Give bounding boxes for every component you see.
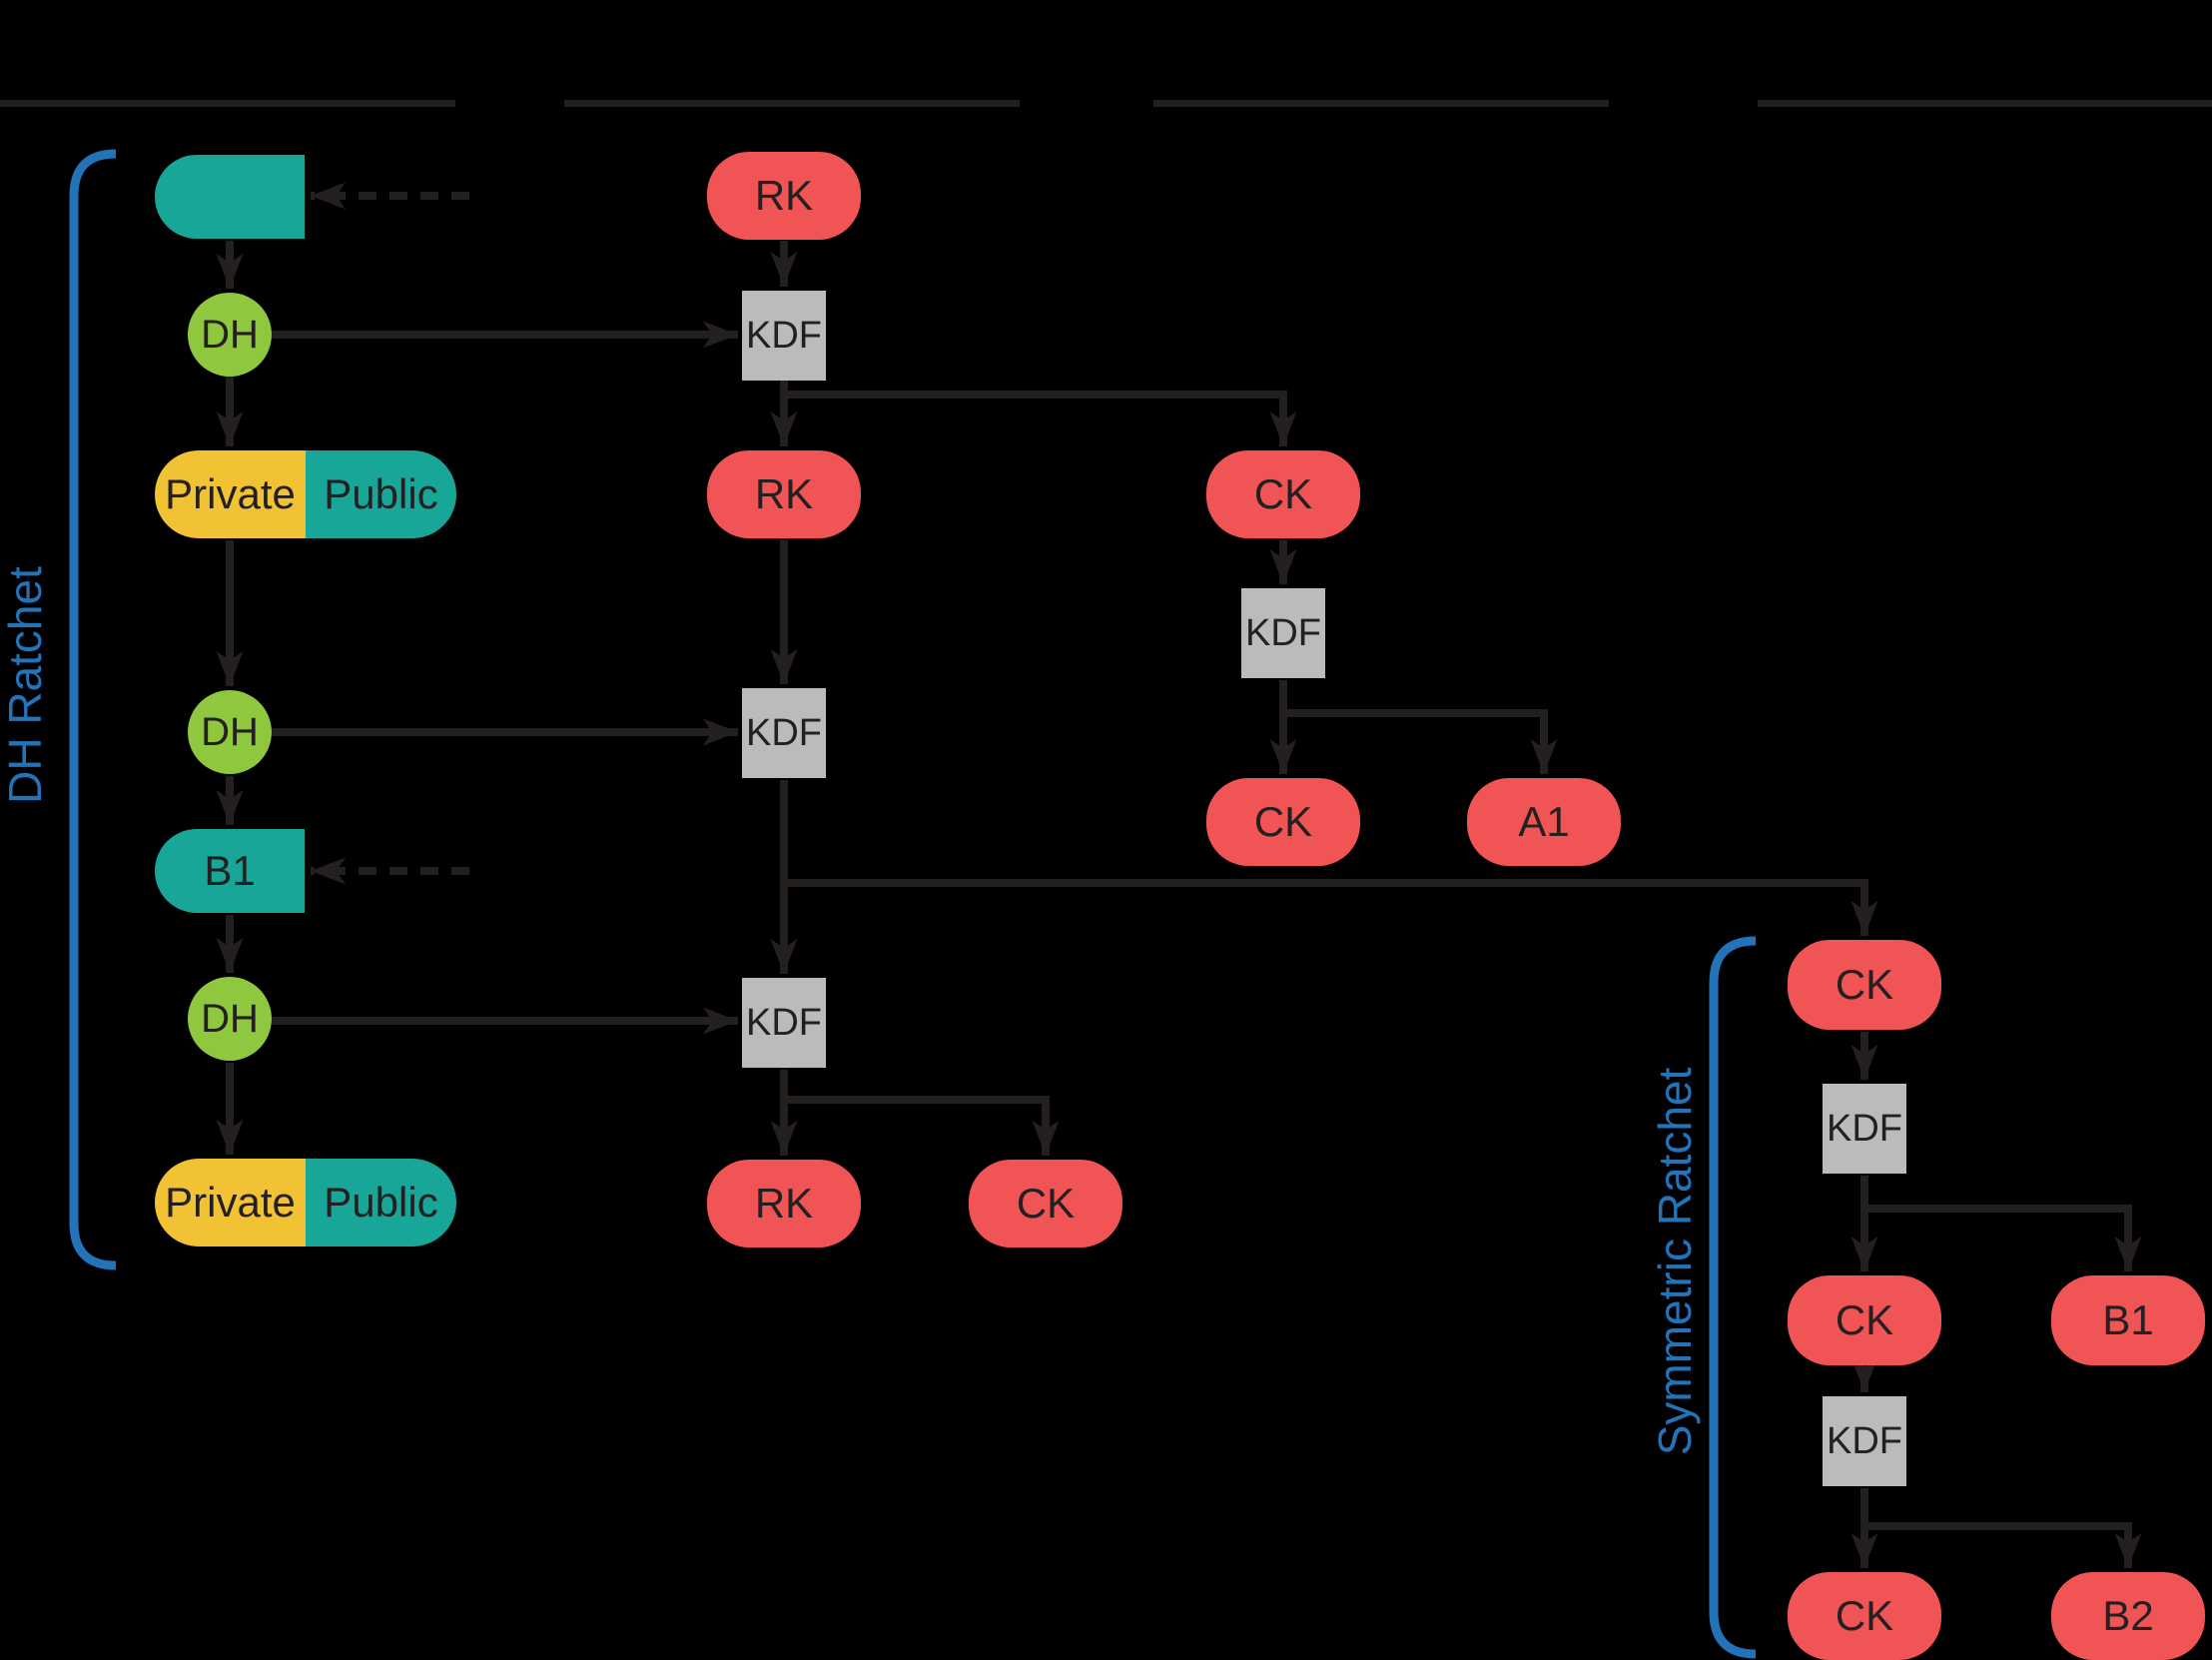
node-kdf-1: KDF — [742, 291, 826, 381]
node-kdf-2: KDF — [742, 688, 826, 778]
node-rk-1: RK — [707, 152, 861, 240]
node-received-public-b1: B1 — [155, 829, 305, 913]
node-rk-2: RK — [707, 450, 861, 538]
node-private-key-1: Private — [155, 450, 306, 538]
node-sym-ck-1: CK — [1788, 940, 1941, 1030]
node-keypair-1: Private Public — [155, 450, 456, 538]
node-dh-1: DH — [188, 293, 272, 377]
node-sym-b2: B2 — [2051, 1572, 2205, 1660]
node-sym-b1: B1 — [2051, 1275, 2205, 1365]
node-private-key-2: Private — [155, 1159, 306, 1246]
column-rule-1 — [0, 100, 455, 107]
node-rk-3: RK — [707, 1160, 861, 1247]
node-sym-kdf-2: KDF — [1823, 1396, 1906, 1486]
dh-ratchet-label: DH Ratchet — [0, 566, 51, 804]
node-ck-2: CK — [1206, 778, 1360, 866]
node-sym-ck-2: CK — [1788, 1275, 1941, 1365]
edge-kdf2-to-sym-ck1 — [784, 879, 1878, 936]
node-received-public-top — [155, 155, 305, 239]
column-rule-4 — [1758, 100, 2212, 107]
edge-symkdf1-to-b1 — [1864, 1205, 2142, 1271]
node-dh-2: DH — [188, 690, 272, 774]
node-sym-ck-3: CK — [1788, 1572, 1941, 1660]
column-rule-3 — [1153, 100, 1609, 107]
symmetric-ratchet-brace — [1709, 936, 1757, 1659]
node-kdf-3: KDF — [742, 978, 826, 1068]
node-ck-1: CK — [1206, 450, 1360, 538]
node-public-key-1: Public — [306, 450, 456, 538]
node-kdf-ck: KDF — [1241, 588, 1325, 678]
node-ck-3: CK — [969, 1160, 1122, 1247]
node-public-key-2: Public — [306, 1159, 456, 1246]
node-a1: A1 — [1467, 778, 1621, 866]
edge-kdf3-to-ck3 — [784, 1096, 1060, 1156]
node-keypair-2: Private Public — [155, 1159, 456, 1246]
symmetric-ratchet-label: Symmetric Ratchet — [1649, 1067, 1701, 1456]
edge-kdf-to-a1 — [1283, 709, 1558, 774]
dh-ratchet-brace — [69, 149, 117, 1270]
edge-symkdf2-to-b2 — [1864, 1522, 2142, 1568]
column-rule-2 — [564, 100, 1020, 107]
node-dh-3: DH — [188, 977, 272, 1061]
node-sym-kdf-1: KDF — [1823, 1084, 1906, 1174]
edge-kdf1-to-ck1 — [784, 391, 1297, 446]
